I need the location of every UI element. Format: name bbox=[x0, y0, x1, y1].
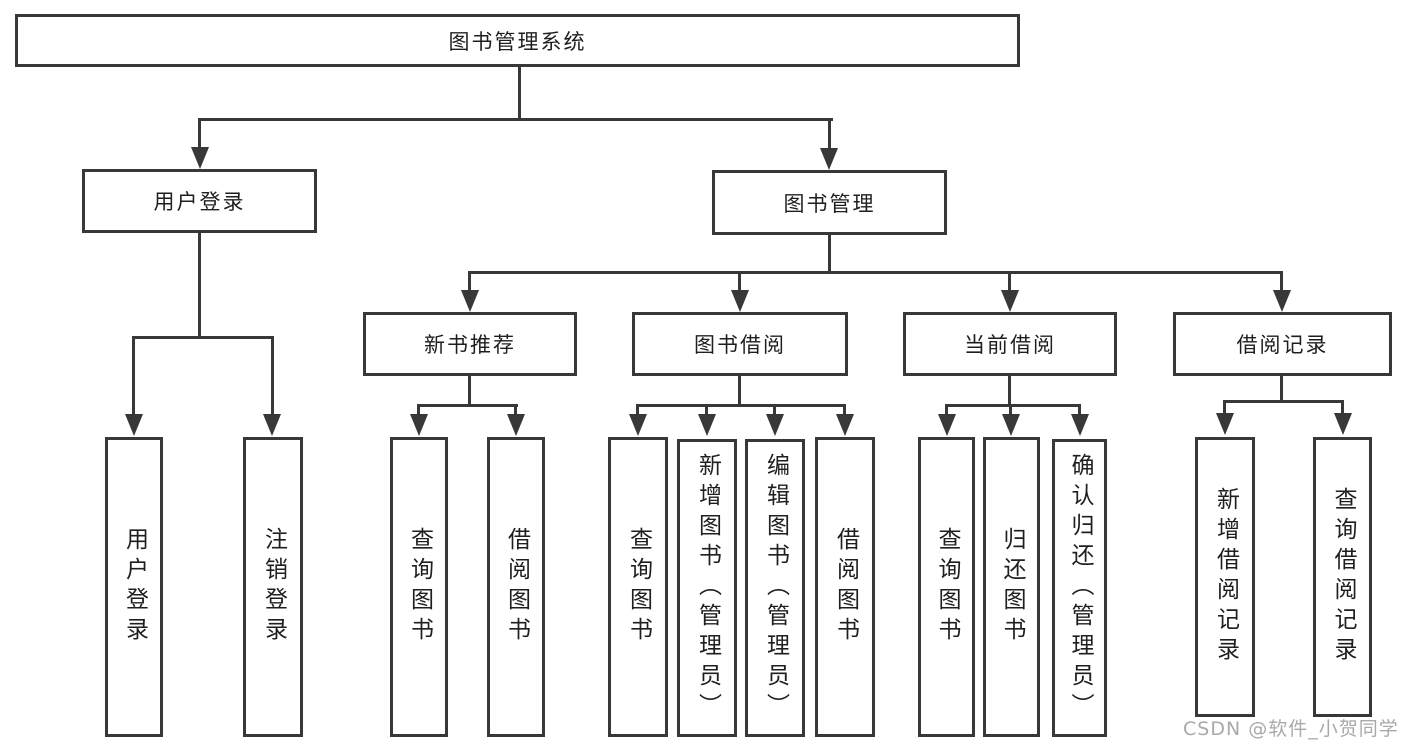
connector-line bbox=[1280, 271, 1283, 293]
connector-line bbox=[705, 404, 708, 416]
connector-line bbox=[1223, 400, 1344, 403]
node-book-borrow-label: 图书借阅 bbox=[694, 333, 786, 357]
leaf-return-books: 归还图书 bbox=[983, 437, 1040, 737]
leaf-add-borrow-record: 新增借阅记录 bbox=[1195, 437, 1255, 717]
node-book-borrow: 图书借阅 bbox=[632, 312, 848, 376]
connector-line bbox=[738, 376, 741, 406]
leaf-borrow-books: 借阅图书 bbox=[815, 437, 875, 737]
connector-line bbox=[417, 404, 518, 407]
node-borrow-records: 借阅记录 bbox=[1173, 312, 1392, 376]
connector-line bbox=[514, 404, 517, 416]
connector-line bbox=[1223, 400, 1226, 414]
leaf-confirm-return-admin: 确认归还（管理员） bbox=[1052, 439, 1107, 737]
connector-line bbox=[773, 404, 776, 416]
connector-line bbox=[945, 404, 1081, 407]
connector-line bbox=[636, 404, 846, 407]
leaf-borrow-books-label: 借阅图书 bbox=[832, 527, 859, 647]
connector-line bbox=[271, 336, 274, 416]
leaf-current-query-books-label: 查询图书 bbox=[934, 527, 960, 647]
leaf-recommend-borrow-books-label: 借阅图书 bbox=[503, 527, 530, 647]
connector-line bbox=[1008, 376, 1011, 407]
arrowhead-icon bbox=[731, 290, 749, 312]
connector-line bbox=[945, 404, 948, 416]
connector-line bbox=[1078, 404, 1081, 416]
arrowhead-icon bbox=[1216, 413, 1234, 435]
connector-line bbox=[468, 271, 471, 293]
arrowhead-icon bbox=[766, 414, 784, 436]
arrowhead-icon bbox=[1002, 414, 1020, 436]
watermark: CSDN @软件_小贺同学 bbox=[1183, 718, 1399, 740]
leaf-query-borrow-record-label: 查询借阅记录 bbox=[1330, 487, 1356, 667]
leaf-add-books-admin: 新增图书（管理员） bbox=[677, 439, 737, 737]
leaf-recommend-borrow-books: 借阅图书 bbox=[487, 437, 545, 737]
node-root: 图书管理系统 bbox=[15, 14, 1020, 67]
leaf-add-borrow-record-label: 新增借阅记录 bbox=[1212, 487, 1239, 667]
arrowhead-icon bbox=[507, 414, 525, 436]
connector-line bbox=[828, 118, 831, 152]
arrowhead-icon bbox=[938, 414, 956, 436]
connector-line bbox=[1008, 271, 1011, 293]
node-book-management: 图书管理 bbox=[712, 170, 947, 235]
connector-line bbox=[468, 271, 1283, 274]
arrowhead-icon bbox=[125, 414, 143, 436]
arrowhead-icon bbox=[836, 414, 854, 436]
node-book-management-label: 图书管理 bbox=[783, 191, 876, 216]
connector-line bbox=[132, 336, 274, 339]
arrowhead-icon bbox=[698, 414, 716, 436]
node-root-label: 图书管理系统 bbox=[448, 29, 587, 54]
leaf-confirm-return-admin-label: 确认归还（管理员） bbox=[1067, 453, 1093, 723]
leaf-edit-books-admin-label: 编辑图书（管理员） bbox=[762, 453, 789, 723]
leaf-add-books-admin-label: 新增图书（管理员） bbox=[694, 453, 721, 723]
arrowhead-icon bbox=[820, 148, 838, 170]
connector-line bbox=[198, 118, 201, 152]
leaf-recommend-query-books: 查询图书 bbox=[390, 437, 448, 737]
leaf-query-borrow-record: 查询借阅记录 bbox=[1313, 437, 1372, 717]
node-borrow-records-label: 借阅记录 bbox=[1236, 333, 1329, 357]
arrowhead-icon bbox=[191, 147, 209, 169]
arrowhead-icon bbox=[1071, 414, 1089, 436]
node-user-login-label: 用户登录 bbox=[153, 190, 246, 214]
connector-line bbox=[738, 271, 741, 293]
node-user-login: 用户登录 bbox=[82, 169, 317, 233]
leaf-logout-label: 注销登录 bbox=[260, 527, 287, 647]
leaf-borrow-query-books: 查询图书 bbox=[608, 437, 668, 737]
arrowhead-icon bbox=[410, 414, 428, 436]
node-new-book-recommend: 新书推荐 bbox=[363, 312, 577, 376]
leaf-return-books-label: 归还图书 bbox=[999, 527, 1025, 647]
connector-line bbox=[1341, 400, 1344, 414]
arrowhead-icon bbox=[629, 414, 647, 436]
connector-line bbox=[198, 233, 201, 339]
arrowhead-icon bbox=[1273, 290, 1291, 312]
arrowhead-icon bbox=[461, 290, 479, 312]
leaf-current-query-books: 查询图书 bbox=[918, 437, 975, 737]
connector-line bbox=[132, 336, 135, 416]
node-new-book-recommend-label: 新书推荐 bbox=[424, 333, 516, 357]
leaf-recommend-query-books-label: 查询图书 bbox=[406, 527, 433, 647]
arrowhead-icon bbox=[1001, 290, 1019, 312]
leaf-edit-books-admin: 编辑图书（管理员） bbox=[745, 439, 805, 737]
connector-line bbox=[828, 235, 831, 274]
node-current-borrow-label: 当前借阅 bbox=[964, 333, 1056, 357]
leaf-user-login-label: 用户登录 bbox=[121, 527, 148, 647]
connector-line bbox=[1009, 404, 1012, 416]
connector-line bbox=[468, 376, 471, 407]
leaf-logout: 注销登录 bbox=[243, 437, 303, 737]
connector-line bbox=[518, 65, 521, 120]
connector-line bbox=[843, 404, 846, 416]
connector-line bbox=[636, 404, 639, 416]
leaf-borrow-query-books-label: 查询图书 bbox=[625, 527, 652, 647]
arrowhead-icon bbox=[263, 414, 281, 436]
connector-line bbox=[198, 118, 833, 121]
node-current-borrow: 当前借阅 bbox=[903, 312, 1117, 376]
connector-line bbox=[417, 404, 420, 416]
leaf-user-login: 用户登录 bbox=[105, 437, 163, 737]
arrowhead-icon bbox=[1334, 413, 1352, 435]
connector-line bbox=[1280, 376, 1283, 403]
